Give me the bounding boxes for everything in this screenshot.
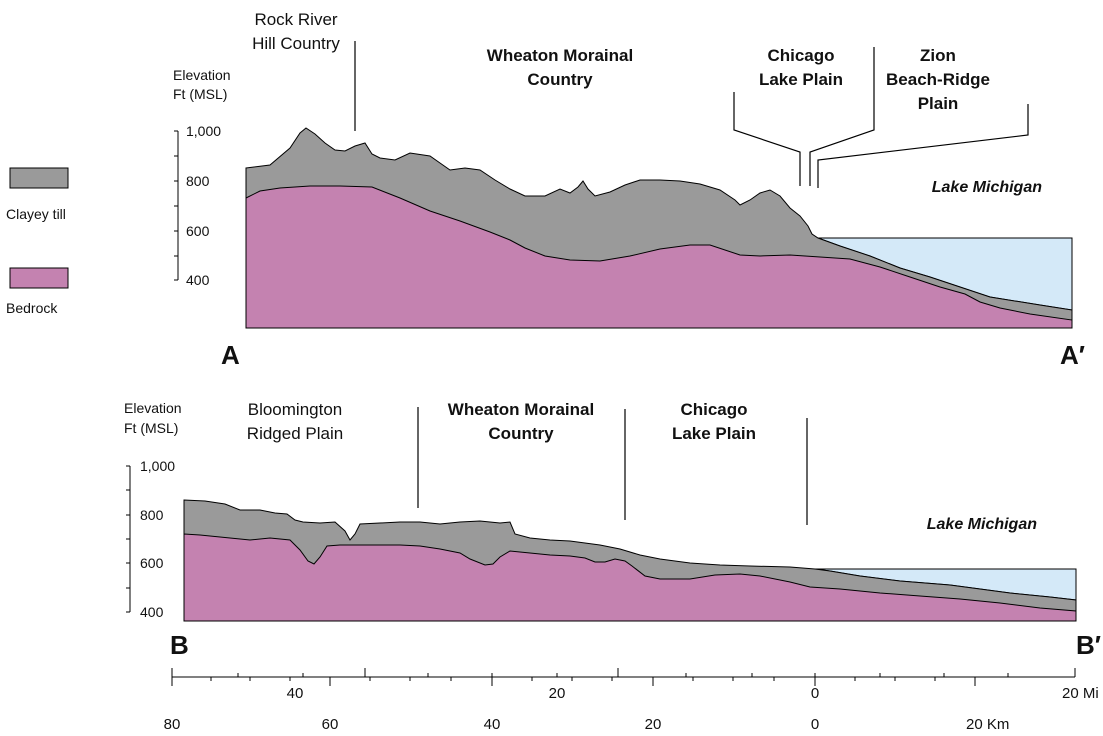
legend-label-bedrock: Bedrock	[6, 300, 58, 316]
section-b-start-label: B	[170, 630, 189, 660]
label-a-wheaton-2: Country	[527, 70, 593, 89]
scale-km-0: 0	[811, 716, 819, 733]
scale-bar: 40 20 0 20 Mi 80 60 40 20 0 20 Km	[164, 668, 1099, 733]
label-b-chicago-1: Chicago	[680, 400, 747, 419]
label-a-wheaton-1: Wheaton Morainal	[487, 46, 633, 65]
section-a-tick-400: 400	[186, 272, 210, 288]
section-b: Elevation Ft (MSL) 1,000 800 600 400 Blo…	[124, 400, 1101, 660]
section-a-elevation-unit: Ft (MSL)	[173, 86, 227, 102]
label-zion-1: Zion	[920, 46, 956, 65]
legend-swatch-clayey-till	[9, 167, 69, 189]
section-a-tick-1000: 1,000	[186, 123, 221, 139]
scale-miles-ticks	[171, 668, 1076, 677]
section-a-bedrock	[245, 185, 1073, 329]
section-a-elevation-label: Elevation	[173, 67, 231, 83]
scale-mi-0: 0	[811, 685, 819, 702]
label-zion-2: Beach-Ridge	[886, 70, 990, 89]
label-rock-river-1: Rock River	[254, 10, 337, 29]
scale-km-20: 20	[645, 716, 662, 733]
label-bloomington-2: Ridged Plain	[247, 424, 343, 443]
scale-mi-20: 20	[549, 685, 566, 702]
section-b-tick-600: 600	[140, 555, 164, 571]
section-a-tick-600: 600	[186, 223, 210, 239]
scale-km-ticks	[171, 677, 976, 686]
divider-chicago-right	[809, 47, 875, 186]
section-b-bedrock	[183, 533, 1077, 622]
scale-km-40: 40	[484, 716, 501, 733]
section-a-end-label: A′	[1060, 340, 1085, 370]
label-b-wheaton-2: Country	[488, 424, 554, 443]
section-a-start-label: A	[221, 340, 240, 370]
section-b-tick-800: 800	[140, 507, 164, 523]
scale-mi-20-end: 20 Mi	[1062, 685, 1099, 702]
section-a-tick-800: 800	[186, 173, 210, 189]
label-b-wheaton-1: Wheaton Morainal	[448, 400, 594, 419]
label-b-chicago-2: Lake Plain	[672, 424, 756, 443]
section-a-lake-label: Lake Michigan	[932, 179, 1042, 196]
section-a-y-ticks	[174, 130, 178, 281]
section-b-y-ticks	[126, 465, 130, 613]
section-b-tick-400: 400	[140, 604, 164, 620]
section-a: Elevation Ft (MSL) 1,000 800 600 400 Roc…	[173, 10, 1085, 370]
legend-label-clayey-till: Clayey till	[6, 206, 66, 222]
scale-km-20-end: 20 Km	[966, 716, 1009, 733]
scale-km-80: 80	[164, 716, 181, 733]
divider-zion	[817, 104, 1029, 188]
label-zion-3: Plain	[918, 94, 959, 113]
section-b-tick-1000: 1,000	[140, 458, 175, 474]
section-b-end-label: B′	[1076, 630, 1101, 660]
scale-km-60: 60	[322, 716, 339, 733]
label-a-chicago-2: Lake Plain	[759, 70, 843, 89]
label-bloomington-1: Bloomington	[248, 400, 343, 419]
divider-chicago-left	[733, 92, 801, 186]
section-b-elevation-unit: Ft (MSL)	[124, 420, 178, 436]
section-b-lake-label: Lake Michigan	[927, 516, 1037, 533]
scale-mi-40: 40	[287, 685, 304, 702]
label-a-chicago-1: Chicago	[767, 46, 834, 65]
legend-swatch-bedrock	[9, 267, 69, 289]
label-rock-river-2: Hill Country	[252, 34, 340, 53]
section-b-elevation-label: Elevation	[124, 400, 182, 416]
